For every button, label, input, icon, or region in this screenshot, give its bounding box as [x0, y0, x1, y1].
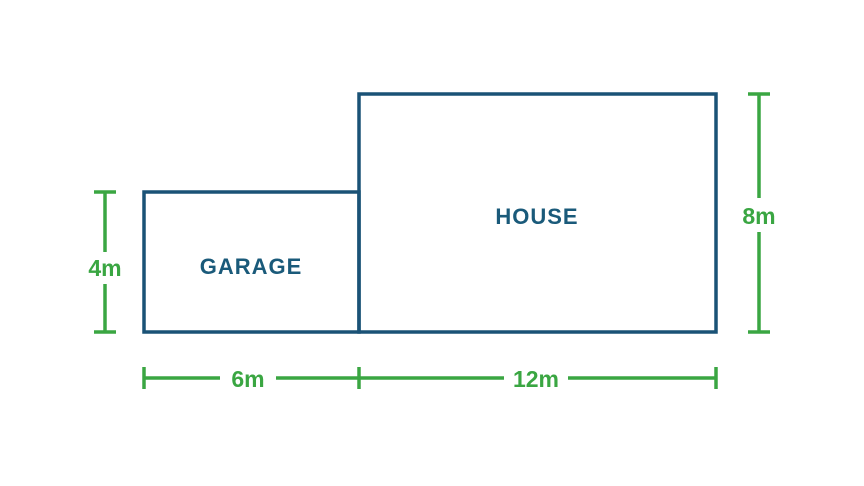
house-width-label: 12m	[513, 366, 559, 392]
house-height-label: 8m	[742, 203, 775, 229]
house-height-dimension	[748, 92, 770, 334]
building-outlines	[142, 92, 718, 334]
house-label: HOUSE	[495, 204, 578, 229]
garage-width-label: 6m	[231, 366, 264, 392]
garage-height-label: 4m	[88, 255, 121, 281]
garage-height-dimension	[94, 190, 116, 334]
house-outline	[357, 92, 718, 334]
garage-label: GARAGE	[200, 254, 303, 279]
width-dimensions	[142, 367, 718, 389]
